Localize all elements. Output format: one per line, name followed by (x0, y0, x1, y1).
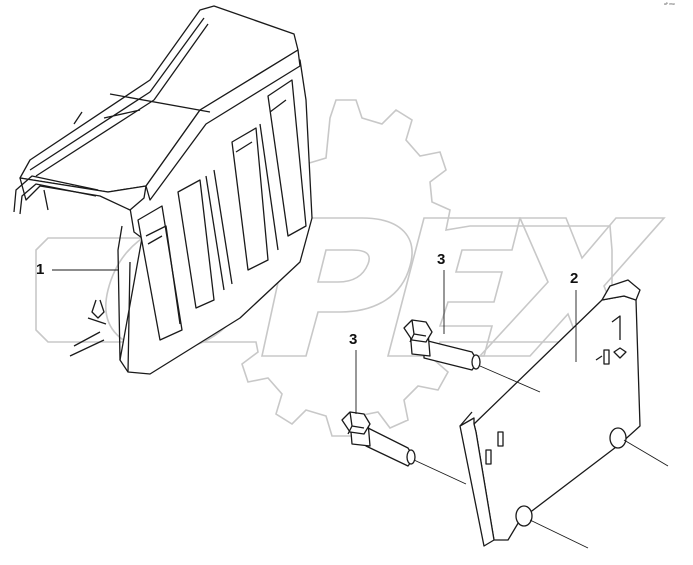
bracket-plate (473, 295, 641, 541)
bolt-upper-head (403, 319, 433, 343)
axis-hole-lower (529, 519, 589, 549)
axis-hole-upper (623, 439, 669, 467)
leader-lines (52, 269, 669, 549)
callout-part-2: 2 (570, 270, 579, 287)
housing-lid-lip (13, 175, 99, 215)
bracket-slot-3 (497, 431, 504, 447)
watermark-letter-e (386, 217, 522, 357)
callout-part-3-lower: 3 (349, 331, 358, 348)
housing-clip (69, 299, 107, 357)
housing-rib-2 (177, 179, 215, 309)
bracket-hole-upper (609, 427, 627, 449)
callout-part-1: 1 (36, 261, 45, 278)
part-2-bracket (459, 279, 641, 547)
part-3-bolt-upper (403, 319, 481, 371)
bolt-upper-hex-edge (409, 319, 427, 343)
callout-part-3-upper: 3 (437, 251, 446, 268)
housing-rib-1-inner (145, 225, 181, 325)
axis-upper-bolt (479, 365, 541, 393)
housing-lid-groove (29, 17, 211, 177)
bracket-slot-1 (603, 349, 610, 365)
bolt-upper-tip (471, 354, 481, 370)
bracket-hole-lower (515, 505, 533, 527)
housing-rib-3 (231, 127, 269, 271)
axis-lower-bolt (413, 459, 467, 485)
bolt-lower-hex-edge (347, 411, 365, 435)
bracket-slot-2 (485, 449, 492, 465)
bracket-top-flange (601, 279, 641, 301)
housing-rib-4 (267, 79, 307, 237)
housing-rib-1 (137, 205, 183, 341)
part-3-bolt-lower (341, 411, 416, 467)
bolt-upper-shank (423, 339, 479, 371)
part-1-housing (13, 5, 313, 375)
bracket-edge (459, 315, 621, 427)
corner-mark: ᵃᴾ ᵐᵉᶦ (664, 2, 675, 8)
bolt-lower-tip (406, 449, 416, 465)
bracket-left-flange (459, 417, 495, 547)
bolt-lower-head (341, 411, 371, 435)
watermark-letter-p (261, 217, 413, 357)
bracket-diamond (613, 347, 627, 359)
housing-lid-skirt (19, 177, 147, 211)
housing-rib-detail (117, 99, 287, 373)
